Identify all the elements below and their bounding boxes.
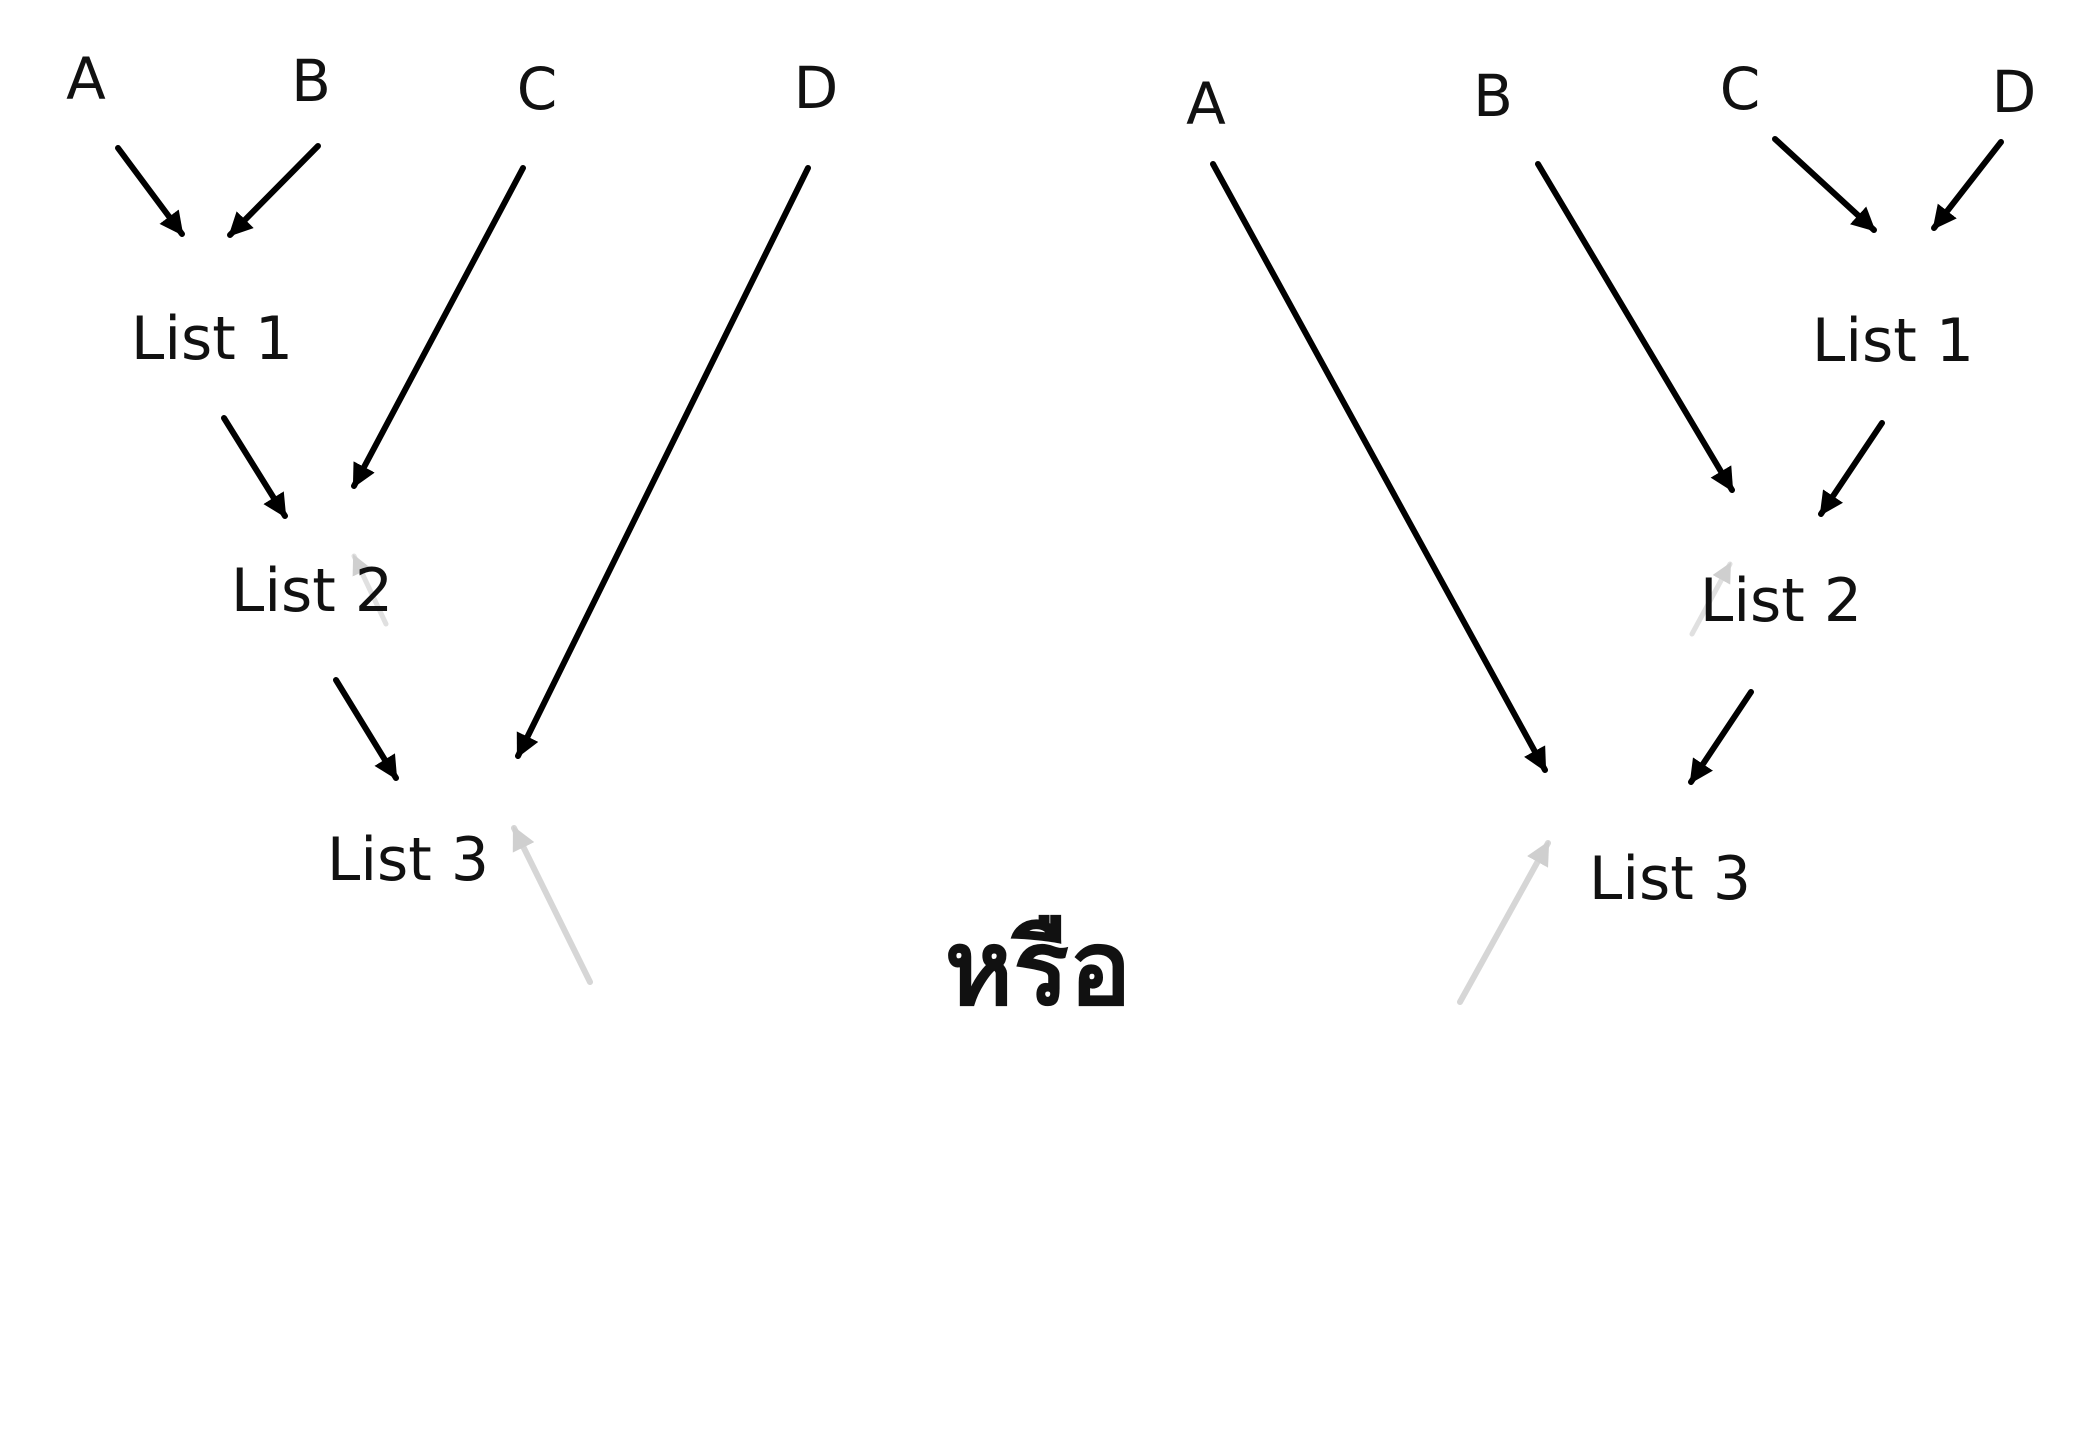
left-node-list1: List 1 — [130, 304, 294, 374]
left-arrow-list1-to-list2 — [221, 415, 288, 519]
left-node-list3: List 3 — [326, 825, 490, 895]
right-node-list2: List 2 — [1699, 566, 1863, 636]
left-arrow-d-to-list3 — [515, 165, 811, 759]
left-arrow-a-to-list1 — [115, 145, 185, 237]
left-arrow-list2-to-list3 — [333, 677, 399, 781]
left-leaf-d: D — [793, 54, 839, 122]
right-faded-arrow — [1457, 840, 1551, 1005]
right-leaf-b: B — [1473, 62, 1513, 130]
right-leaf-c: C — [1719, 55, 1761, 123]
right-arrow-list2-to-list3 — [1688, 689, 1754, 785]
right-leaf-a: A — [1186, 70, 1226, 138]
center-or-label: หรือ — [944, 907, 1132, 1029]
left-node-list2: List 2 — [230, 556, 394, 626]
left-leaf-c: C — [516, 55, 558, 123]
right-arrow-d-to-list1 — [1931, 139, 2004, 231]
left-faded-arrow-small — [351, 553, 389, 627]
right-arrow-a-to-list3 — [1210, 161, 1548, 773]
right-node-list1: List 1 — [1811, 306, 1975, 376]
left-faded-arrow — [511, 825, 593, 985]
left-leaf-a: A — [66, 45, 106, 113]
right-faded-arrow-small — [1689, 561, 1733, 637]
left-leaf-b: B — [291, 47, 331, 115]
right-arrow-list1-to-list2 — [1818, 420, 1885, 517]
right-leaf-d: D — [1991, 58, 2037, 126]
left-arrow-b-to-list1 — [227, 143, 321, 238]
right-node-list3: List 3 — [1588, 844, 1752, 914]
right-arrow-c-to-list1 — [1772, 136, 1877, 233]
right-arrow-b-to-list2 — [1535, 161, 1735, 493]
left-arrow-c-to-list2 — [351, 165, 526, 489]
